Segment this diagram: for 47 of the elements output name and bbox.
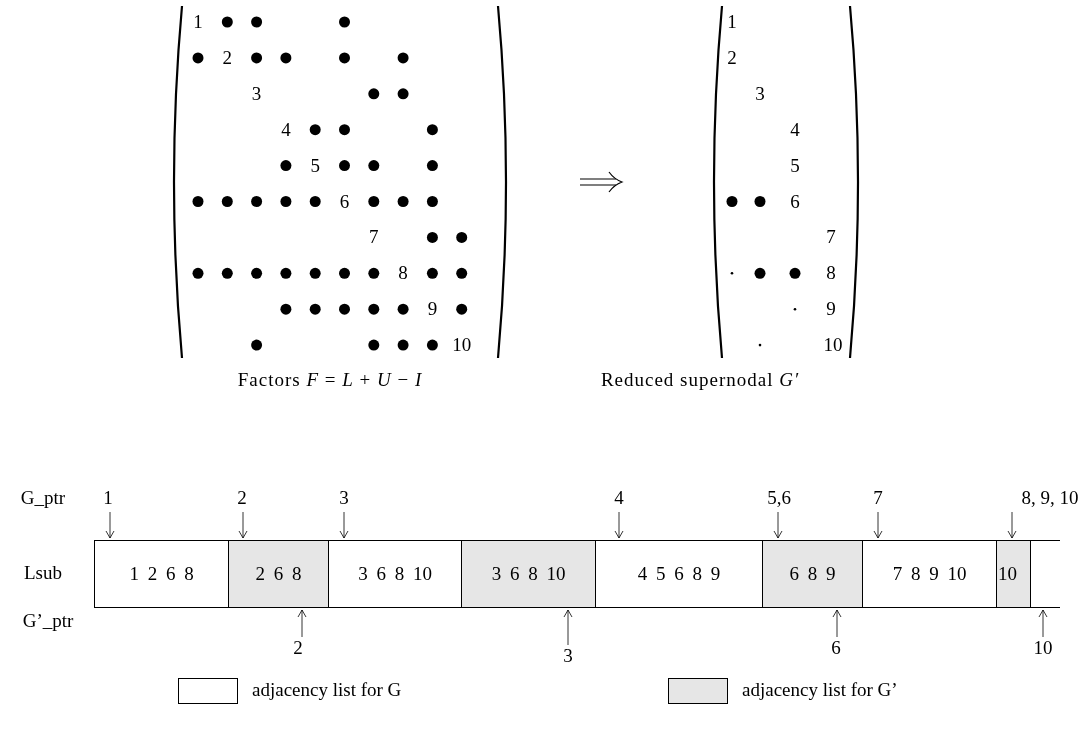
pointer-index: 4 [614, 487, 624, 509]
adjacency-list-segment: 7 8 9 10 [862, 540, 997, 608]
pointer-index: 6 [831, 637, 841, 659]
pointer-index: 10 [1033, 637, 1053, 659]
diagonal-number: 6 [790, 190, 800, 213]
diagonal-number: 1 [727, 11, 737, 33]
row-label: G_ptr [20, 487, 66, 509]
row-label: G’_ptr [22, 610, 74, 632]
diagonal-number: 2 [222, 46, 233, 69]
pointer-index: 8, 9, 10 [1021, 487, 1079, 509]
diagonal-number: 9 [826, 298, 836, 321]
diagonal-number: 4 [281, 118, 291, 141]
diagonal-number: 1 [193, 11, 203, 33]
diagonal-number: 7 [826, 226, 836, 249]
pointer-index: 1 [103, 487, 113, 509]
matrix-caption: Reduced supernodal G′ [600, 369, 800, 391]
diagonal-number: 6 [339, 190, 350, 213]
diagonal-number: 5 [790, 154, 800, 177]
diagonal-number: 10 [823, 334, 843, 357]
diagonal-number: 2 [727, 46, 737, 69]
diagonal-number: 3 [755, 82, 765, 105]
diagonal-number: 3 [251, 82, 262, 105]
open-array-end [1031, 540, 1060, 608]
pointer-index: 3 [563, 645, 573, 667]
row-label: Lsub [24, 562, 62, 584]
diagonal-number: 5 [310, 154, 320, 177]
diagonal-number: 10 [452, 334, 472, 357]
pointer-index: 3 [339, 487, 349, 509]
adjacency-list-segment: 6 8 9 [762, 540, 863, 608]
legend-label: adjacency list for G’ [742, 679, 898, 701]
adjacency-list-segment: 4 5 6 8 9 [595, 540, 763, 608]
diagonal-number: 8 [826, 262, 836, 285]
adjacency-list-segment: 10 [996, 540, 1031, 608]
legend-label: adjacency list for G [252, 679, 402, 701]
adjacency-list-segment: 2 6 8 [228, 540, 329, 608]
pointer-index: 2 [237, 487, 247, 509]
diagonal-number: 9 [427, 298, 438, 321]
diagonal-number: 8 [398, 262, 408, 285]
adjacency-list-segment: 3 6 8 10 [328, 540, 462, 608]
pointer-index: 7 [873, 487, 883, 509]
pointer-index: 2 [293, 637, 303, 659]
matrix-caption: Factors F = L + U − I [237, 369, 423, 391]
adjacency-list-segment: 1 2 6 8 [94, 540, 229, 608]
adjacency-list-segment: 3 6 8 10 [461, 540, 596, 608]
pointer-index: 5,6 [767, 487, 791, 509]
diagonal-number: 4 [790, 118, 800, 141]
diagonal-number: 7 [369, 226, 379, 249]
